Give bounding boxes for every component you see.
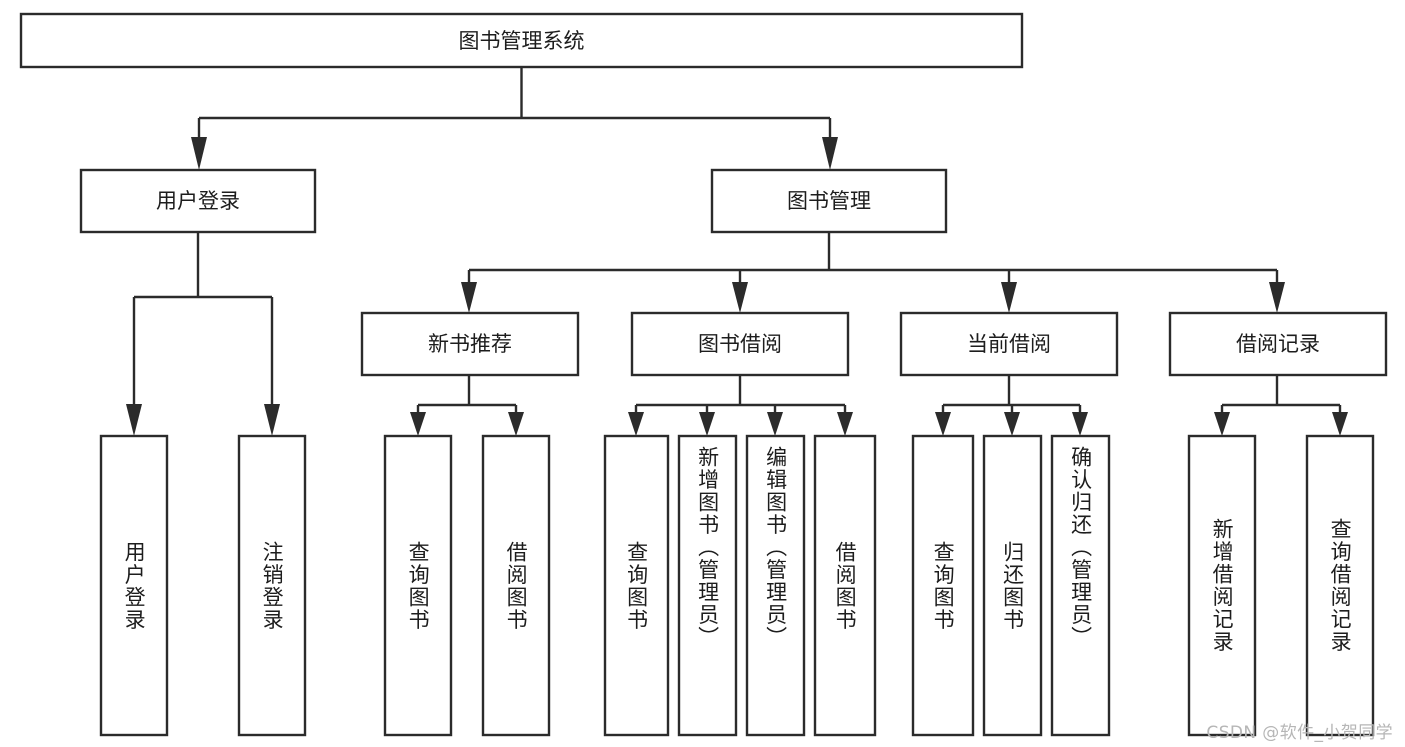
arrow-bookmanage-to-current-borrow (1001, 282, 1017, 313)
arrow-userlogin-to-leaf-1 (126, 404, 142, 436)
arrow-newbook-to-leaf-1 (410, 412, 426, 436)
connector-group-new-book (410, 375, 524, 436)
node-box-user-login[interactable] (79, 168, 317, 234)
arrow-bookmanage-to-borrow-record (1269, 282, 1285, 313)
connector-group-current-borrow (935, 375, 1088, 436)
node-box-current-borrow[interactable] (899, 311, 1119, 377)
node-label-book-manage: 图书管理 (787, 189, 871, 213)
node-box-leaf-2[interactable] (383, 434, 453, 737)
node-box-leaf-6[interactable] (745, 434, 806, 737)
node-box-leaf-5[interactable] (677, 434, 738, 737)
connector-group-book-manage (461, 232, 1285, 313)
node-box-leaf-9[interactable] (982, 434, 1043, 737)
node-label-user-login: 用户登录 (156, 189, 240, 213)
node-box-leaf-8[interactable] (911, 434, 975, 737)
arrow-borrow-to-leaf-1 (628, 412, 644, 436)
node-box-book-manage[interactable] (710, 168, 948, 234)
node-box-leaf-0[interactable] (99, 434, 169, 737)
node-label-root: 图书管理系统 (459, 29, 585, 53)
node-label-book-borrow: 图书借阅 (698, 332, 782, 356)
arrow-currentborrow-to-leaf-3 (1072, 412, 1088, 436)
arrow-root-to-user-login (191, 137, 207, 170)
node-box-book-borrow[interactable] (630, 311, 850, 377)
node-box-leaf-1[interactable] (237, 434, 307, 737)
connector-group-borrow-record (1214, 375, 1348, 436)
node-label-current-borrow: 当前借阅 (967, 332, 1051, 356)
node-label-new-book-recommend: 新书推荐 (428, 332, 512, 356)
arrow-newbook-to-leaf-2 (508, 412, 524, 436)
node-box-root[interactable] (19, 12, 1024, 69)
connector-group-borrow (628, 375, 853, 436)
arrow-root-to-book-manage (822, 137, 838, 170)
arrow-borrow-to-leaf-2 (699, 412, 715, 436)
node-box-leaf-3[interactable] (481, 434, 551, 737)
arrow-currentborrow-to-leaf-1 (935, 412, 951, 436)
arrow-userlogin-to-leaf-2 (264, 404, 280, 436)
arrow-borrowrecord-to-leaf-1 (1214, 412, 1230, 436)
node-box-leaf-11[interactable] (1187, 434, 1257, 737)
node-box-new-book-recommend[interactable] (360, 311, 580, 377)
connector-group-root (191, 67, 838, 170)
connector-group-user-login (126, 232, 280, 436)
node-box-leaf-12[interactable] (1305, 434, 1375, 737)
arrow-bookmanage-to-borrow (732, 282, 748, 313)
arrow-borrowrecord-to-leaf-2 (1332, 412, 1348, 436)
node-box-leaf-4[interactable] (603, 434, 670, 737)
arrow-borrow-to-leaf-4 (837, 412, 853, 436)
node-box-borrow-record[interactable] (1168, 311, 1388, 377)
arrow-bookmanage-to-new-book (461, 282, 477, 313)
node-box-leaf-7[interactable] (813, 434, 877, 737)
arrow-borrow-to-leaf-3 (767, 412, 783, 436)
arrow-currentborrow-to-leaf-2 (1004, 412, 1020, 436)
node-label-borrow-record: 借阅记录 (1236, 332, 1320, 356)
node-box-leaf-10[interactable] (1050, 434, 1111, 737)
